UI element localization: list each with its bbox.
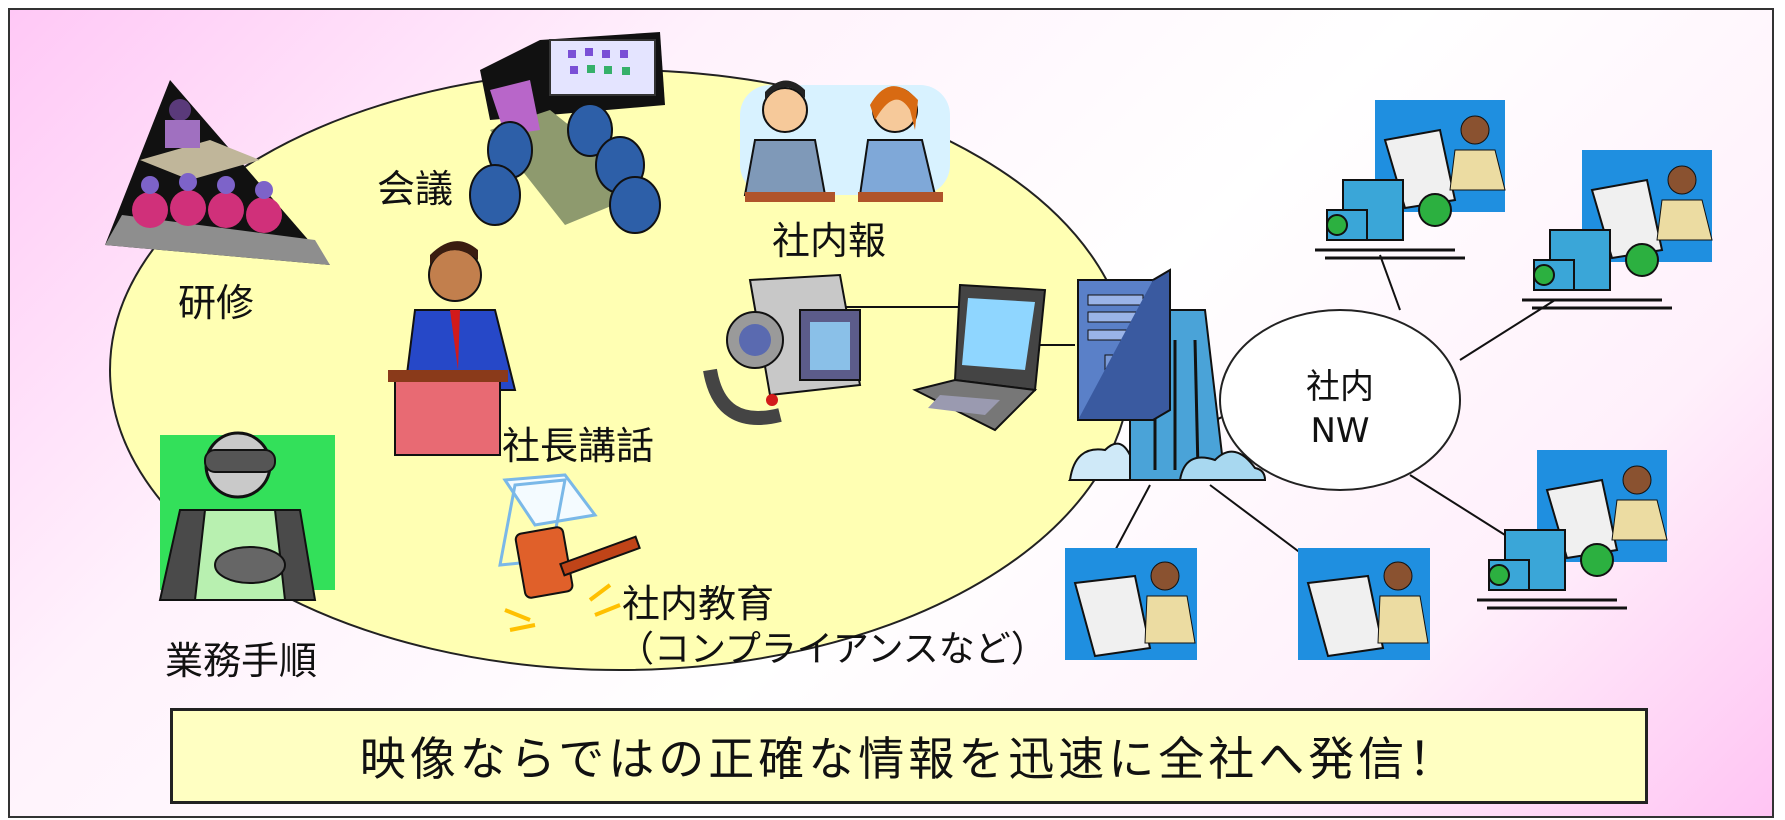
newsletter-icon xyxy=(740,80,950,202)
office-worker-icon-5 xyxy=(1298,548,1430,660)
office-worker-icon-1 xyxy=(1315,100,1506,260)
label-kaigi: 会議 xyxy=(377,167,454,211)
office-worker-icon-4 xyxy=(1065,548,1197,660)
label-kenshu: 研修 xyxy=(178,281,255,325)
label-shachou-kouwa: 社長講話 xyxy=(502,424,655,468)
network-label-line2: NW xyxy=(1310,411,1370,451)
server-building-icon xyxy=(1067,268,1267,481)
network-label-line1: 社内 xyxy=(1306,367,1374,407)
gavel-icon xyxy=(498,473,641,632)
laptop-icon xyxy=(912,283,1047,432)
meeting-icon xyxy=(469,32,665,234)
network-ellipse xyxy=(1219,309,1461,491)
label-compliance: （コンプライアンスなど） xyxy=(618,629,1047,670)
label-shanaihou: 社内報 xyxy=(772,219,887,263)
office-worker-icon-2 xyxy=(1522,150,1713,310)
office-worker-icon-3 xyxy=(1477,450,1668,610)
banner-text: 映像ならではの正確な情報を迅速に全社へ発信！ xyxy=(359,732,1459,786)
video-camera-icon xyxy=(703,273,862,425)
diagram-frame: 研修 会議 社内報 社長講話 業務手順 社内教育 （コンプライアンスなど） 社内… xyxy=(8,8,1774,818)
work-procedure-icon xyxy=(158,431,335,601)
message-banner: 映像ならではの正確な情報を迅速に全社へ発信！ xyxy=(170,708,1648,804)
president-speech-icon xyxy=(388,241,517,456)
network-label: 社内 NW xyxy=(1290,365,1390,453)
label-shanai-kyouiku: 社内教育 xyxy=(622,582,775,626)
label-gyoumu-tejun: 業務手順 xyxy=(165,639,318,683)
diagram-canvas xyxy=(105,32,1713,671)
training-icon xyxy=(105,80,330,265)
